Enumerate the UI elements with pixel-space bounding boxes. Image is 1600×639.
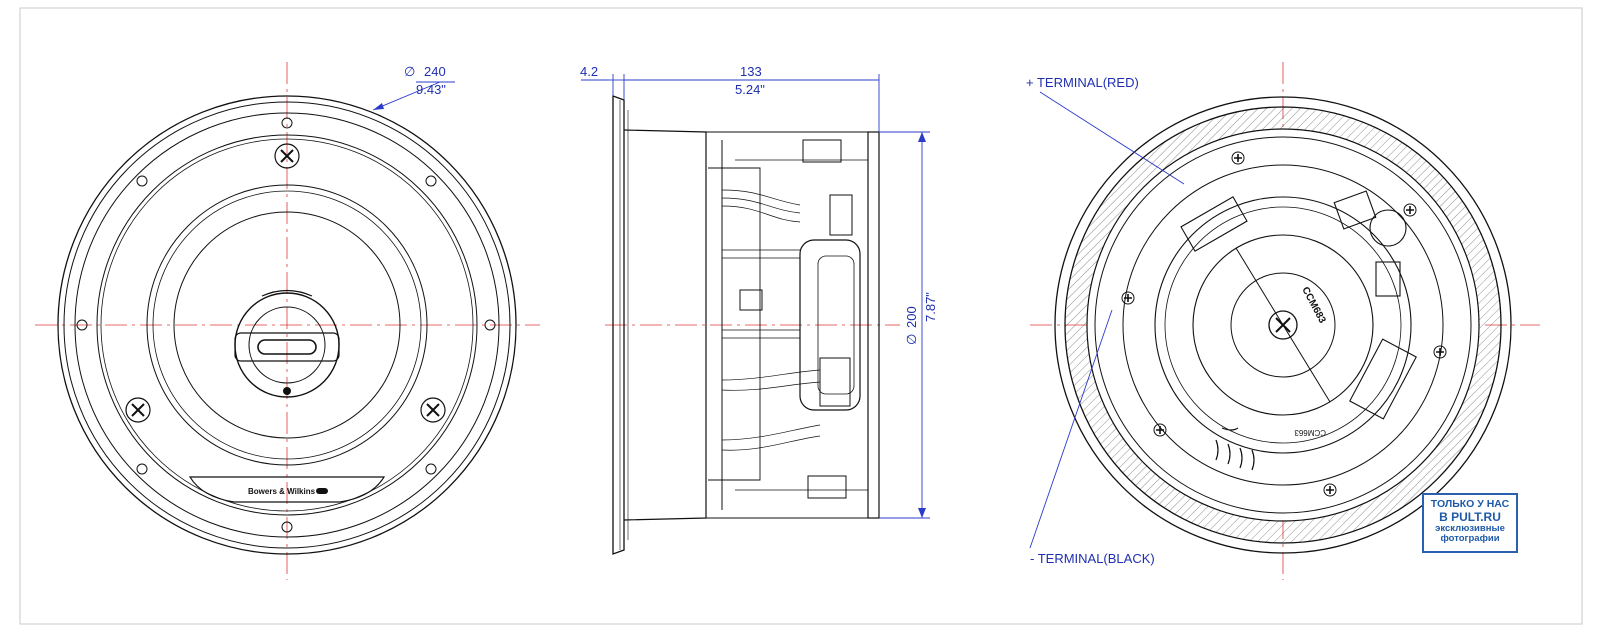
front-logo-badge: Bowers & Wilkins (188, 476, 386, 503)
front-grille-outer (57, 95, 517, 555)
front-view: Bowers & Wilkins ∅ 240 9.43" (35, 62, 540, 580)
terminal-red-label: + TERMINAL(RED) (1026, 75, 1139, 90)
watermark-stamp: ТОЛЬКО У НАС В PULT.RU эксклюзивные фото… (1422, 493, 1518, 553)
stamp-line-4: фотографии (1440, 533, 1500, 544)
stamp-line-2: В PULT.RU (1439, 510, 1501, 524)
side-depth-in: 5.24" (735, 82, 765, 97)
side-flange-dim: 4.2 (580, 64, 598, 79)
front-tweeter (234, 289, 340, 398)
front-screws (125, 143, 446, 423)
rear-terminals (1215, 427, 1255, 471)
side-flange (612, 95, 625, 555)
logo-text: Bowers & Wilkins (248, 487, 316, 496)
side-mount-plate (867, 131, 880, 519)
rear-view: CCM683 CCM663 + TERMINAL(RED) - TERMINAL… (1026, 62, 1540, 580)
rear-model-label-2: CCM663 (1294, 428, 1326, 437)
sheet-border (19, 7, 1583, 625)
svg-text:∅: ∅ (904, 334, 919, 345)
terminal-black-leader (1029, 309, 1113, 549)
front-diameter-mm: 240 (424, 64, 446, 79)
terminal-black-label: - TERMINAL(BLACK) (1030, 551, 1155, 566)
rear-screws (1121, 151, 1447, 497)
side-cutout-mm: 200 (904, 306, 919, 328)
front-diameter-leader (372, 81, 441, 111)
stamp-line-1: ТОЛЬКО У НАС (1430, 498, 1510, 510)
side-view: 4.2 133 5.24" ∅ 200 7.87" (580, 64, 938, 555)
stamp-line-3: эксклюзивные (1435, 523, 1505, 534)
terminal-red-leader (1039, 91, 1185, 185)
front-diameter-in: 9.43" (416, 82, 446, 97)
front-mounting-holes (76, 117, 496, 533)
rear-crossover (1180, 190, 1417, 420)
side-depth-mm: 133 (740, 64, 762, 79)
side-motor (799, 239, 861, 411)
side-cutout-in: 7.87" (923, 292, 938, 322)
svg-text:∅: ∅ (404, 64, 415, 79)
